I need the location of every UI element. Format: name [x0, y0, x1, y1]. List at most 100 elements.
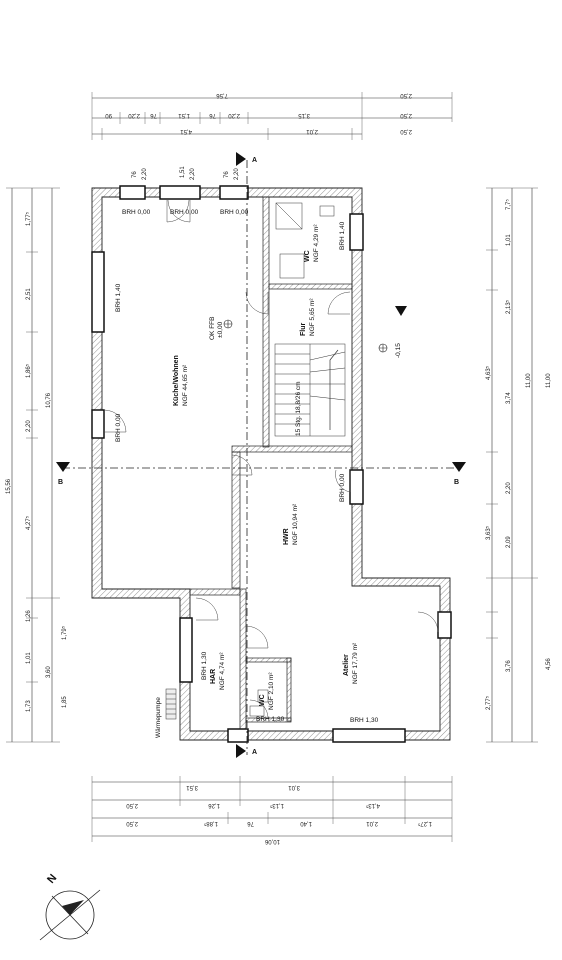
dim-win-top-2: 2,20	[142, 168, 148, 180]
dim-bottom-r1-2: 3,01	[288, 784, 300, 790]
room-wc-top-name: WC	[304, 250, 311, 262]
room-flur-area: NGF 5,65 m²	[309, 298, 316, 336]
dim-left-a-6: 4,27⁵	[25, 515, 32, 530]
dim-left-b-1: 3,60	[46, 666, 52, 678]
dimension-lines-top	[91, 92, 453, 140]
dim-right-a-7: 3,74	[506, 392, 512, 404]
room-hwr-name: HWR	[283, 528, 290, 545]
dim-left-a-12: 1,85	[62, 696, 68, 708]
dim-win-top-4: 2,20	[190, 168, 196, 180]
brh-wc-bottom: BRH 1,30	[256, 716, 285, 723]
dim-top-r2-1: 2,20	[128, 112, 140, 118]
dim-left-a-7: 1,26	[26, 610, 32, 622]
dim-left-b-2: 1,73	[26, 700, 32, 712]
dim-bottom-r2-3: 1,13⁵	[269, 802, 284, 809]
level-marker-1	[223, 319, 233, 329]
heat-pump-label: Wärmepumpe	[155, 697, 162, 738]
section-b-left-label: B	[58, 479, 63, 486]
triangle-marker-icon	[395, 306, 407, 316]
brh-top-2: BRH 0,00	[170, 209, 199, 216]
dim-left-a-8: 1,79⁵	[61, 625, 68, 640]
level-minus-label: -0,15	[395, 343, 402, 358]
brh-atelier: BRH 1,30	[350, 717, 379, 724]
staircase	[274, 343, 346, 437]
room-labels: Küche/Wohnen NGF 44,65 m² WC NGF 4,29 m²…	[173, 224, 359, 710]
brh-wc: BRH 1,40	[339, 221, 346, 250]
dim-top-total: 7,56	[216, 92, 228, 98]
section-a-bottom-icon	[236, 744, 246, 758]
dim-bottom-r2-2: 1,26	[208, 802, 220, 808]
section-lines	[62, 160, 460, 755]
dim-right-b-1: 11,00	[546, 373, 552, 388]
dim-top-r3-5: 2,50	[400, 128, 412, 134]
room-wc-bottom-name: WC	[259, 694, 266, 706]
dim-right-a-9: 2,20	[506, 482, 512, 494]
dim-right-a-1: 1,01	[506, 234, 512, 246]
room-kitchen-name: Küche/Wohnen	[173, 355, 180, 406]
dim-right-a-5: 2,13⁵	[505, 299, 512, 314]
room-hwr-area: NGF 10,94 m²	[292, 503, 299, 545]
dim-top-r2-5: 2,20	[228, 112, 240, 118]
dim-top-r2-7: 3,15	[298, 112, 310, 118]
dim-bottom-r3-5: 1,27⁵	[417, 820, 432, 827]
dim-bottom-r1-0: 3,51	[186, 784, 198, 790]
inner-walls	[189, 196, 353, 732]
dim-left-b-0: 10,76	[46, 392, 52, 408]
dim-right-a-15: 2,77⁵	[485, 695, 492, 710]
dim-top-r2-4: 76	[209, 112, 216, 118]
dim-top-r3-3: 2,01	[306, 128, 318, 134]
dim-left-total: 15,56	[6, 478, 12, 494]
brh-top-1: BRH 0,00	[122, 209, 151, 216]
level-marker-2	[378, 343, 388, 353]
dim-win-top-6: 2,20	[234, 168, 240, 180]
room-atelier-name: Atelier	[343, 654, 350, 676]
room-har-area: NGF 4,74 m²	[219, 652, 226, 690]
dim-win-top-3: 1,51	[180, 166, 186, 178]
dim-top-right: 2,50	[400, 92, 412, 98]
dim-bottom-r2-0: 2,50	[126, 802, 138, 808]
room-atelier-area: NGF 17,79 m²	[352, 642, 359, 684]
section-b-right-label: B	[454, 479, 459, 486]
room-har-name: HAR	[210, 669, 217, 684]
dim-bottom-r2-5: 4,13⁵	[365, 802, 380, 809]
section-markers: A A B B	[56, 152, 466, 758]
dim-win-top-5: 76	[224, 171, 230, 178]
dim-top-r2-2: 76	[150, 112, 157, 118]
room-wc-top-area: NGF 4,29 m²	[313, 224, 320, 262]
dim-bottom-r3-0: 2,50	[126, 820, 138, 826]
ok-ffb-value: ±0,00	[217, 321, 224, 338]
dim-win-top-1: 76	[132, 171, 138, 178]
dimension-lines-bottom	[91, 776, 453, 842]
dim-top-r2-3: 1,51	[178, 112, 190, 118]
room-kitchen-area: NGF 44,65 m²	[182, 364, 189, 406]
dimension-lines-right	[486, 187, 538, 743]
brh-labels: BRH 0,00 BRH 0,00 BRH 0,00 BRH 1,40 BRH …	[115, 209, 379, 724]
dim-right-a-14: 3,76	[506, 660, 512, 672]
dim-bottom-total: 10,06	[264, 838, 280, 844]
dimension-lines-left	[6, 187, 60, 743]
dim-left-a-0: 1,77⁵	[25, 211, 32, 226]
section-b-left-icon	[56, 462, 70, 472]
room-flur-name: Flur	[300, 323, 307, 336]
dim-right-a-0: 7,7⁵	[505, 199, 512, 210]
room-wc-bottom-area: NGF 2,10 m²	[268, 672, 275, 710]
outer-walls	[91, 187, 451, 741]
windows	[91, 185, 452, 743]
dim-left-a-3: 1,86⁵	[25, 363, 32, 378]
dim-right-a-6: 4,63⁵	[485, 365, 492, 380]
wc-fixtures-bottom	[249, 689, 269, 717]
brh-top-3: BRH 0,00	[220, 209, 249, 216]
north-label: N	[45, 872, 59, 886]
brh-left-2: BRH 0,00	[115, 413, 122, 442]
ok-ffb-label: OK FFB	[209, 317, 216, 340]
brh-har: BRH 1,30	[201, 651, 208, 680]
brh-hwr: BRH 0,00	[339, 473, 346, 502]
heat-pump	[165, 688, 177, 720]
section-a-top-label: A	[252, 157, 257, 164]
doors	[103, 199, 439, 719]
dim-right-a-11: 2,09	[506, 536, 512, 548]
dim-left-a-9: 1,01	[26, 652, 32, 664]
dim-top-r2-0: 90	[105, 112, 112, 118]
dim-bottom-r3-4: 2,01	[366, 820, 378, 826]
